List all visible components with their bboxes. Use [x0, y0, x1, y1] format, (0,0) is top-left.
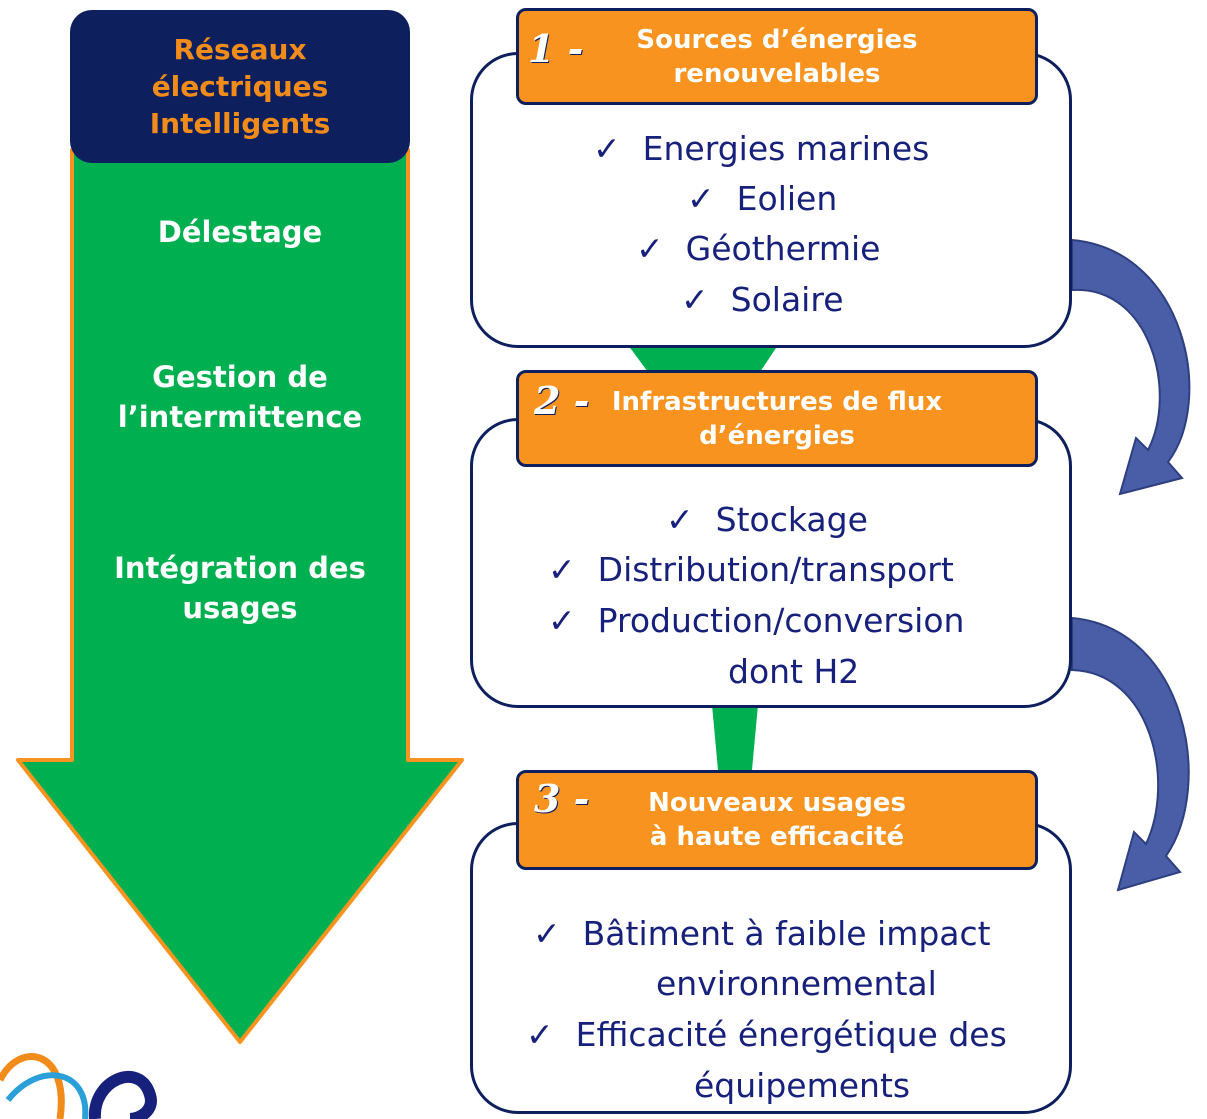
check-icon: ✓: [533, 914, 561, 953]
list-item: ✓ Production/conversion: [548, 596, 964, 646]
list-item: ✓ Stockage: [666, 495, 868, 545]
item-label: Bâtiment à faible impact: [582, 914, 991, 953]
title-line: d’énergies: [699, 420, 855, 451]
list-item: ✓ Bâtiment à faible impact: [533, 909, 991, 959]
list-item: ✓ Géothermie: [636, 224, 880, 274]
curved-arrow-1-to-2: [1071, 238, 1191, 496]
list-item: ✓ Distribution/transport: [548, 545, 954, 595]
list-item: ✓ Efficacité énergétique des: [526, 1010, 1007, 1060]
logo: [0, 1053, 157, 1119]
title-line: Infrastructures de flux: [611, 386, 943, 417]
label-line: l’intermittence: [117, 400, 363, 434]
list-item: ✓ Energies marines: [593, 124, 929, 174]
panel-new-uses: [470, 822, 1072, 1114]
curved-arrow-2-to-3: [1071, 616, 1190, 892]
title-line: Nouveaux usages: [648, 788, 906, 818]
item-label: Stockage: [715, 500, 868, 539]
panel-title-infrastructure: Infrastructures de flux d’énergies: [516, 370, 1038, 467]
check-icon: ✓: [687, 179, 715, 218]
item-label: Distribution/transport: [597, 550, 954, 589]
item-continuation: environnemental: [656, 964, 937, 1003]
label-intermittence: Gestion de l’intermittence: [65, 357, 415, 437]
check-icon: ✓: [526, 1015, 554, 1054]
check-icon: ✓: [593, 129, 621, 168]
title-line: renouvelables: [673, 58, 881, 89]
item-label: Energies marines: [642, 129, 930, 168]
label-line: Délestage: [157, 215, 323, 249]
check-icon: ✓: [548, 550, 576, 589]
panel-title-new-uses: Nouveaux usages à haute efficacité: [516, 770, 1038, 870]
connector-2-3: [712, 705, 758, 770]
check-icon: ✓: [681, 280, 709, 319]
header-line: Intelligents: [149, 107, 331, 140]
title-line: à haute efficacité: [649, 822, 905, 852]
panel-title-renewable: Sources d’énergies renouvelables: [516, 8, 1038, 105]
smart-grid-header: Réseaux électriques Intelligents: [70, 10, 410, 163]
item-continuation: équipements: [694, 1066, 911, 1105]
panel-number: 2 -: [534, 378, 590, 423]
panel-number: 3 -: [534, 776, 590, 821]
item-label: Eolien: [736, 179, 838, 218]
item-label: Production/conversion: [597, 601, 965, 640]
list-item: ✓ Solaire: [681, 275, 844, 325]
check-icon: ✓: [548, 601, 576, 640]
title-line: Sources d’énergies: [636, 24, 918, 55]
connector-1-2: [628, 345, 778, 372]
item-continuation: dont H2: [728, 652, 860, 691]
check-icon: ✓: [666, 500, 694, 539]
label-integration: Intégration des usages: [65, 548, 415, 628]
header-line: Réseaux: [173, 33, 307, 66]
item-label: Efficacité énergétique des: [575, 1015, 1007, 1054]
header-line: électriques: [151, 70, 329, 103]
label-line: Gestion de: [152, 360, 328, 394]
big-green-arrow: [16, 148, 464, 1044]
panel-number: 1 -: [528, 26, 584, 71]
item-label: Géothermie: [685, 229, 881, 268]
item-label: Solaire: [730, 280, 844, 319]
label-line: usages: [182, 591, 298, 625]
label-delestage: Délestage: [65, 212, 415, 252]
check-icon: ✓: [636, 229, 664, 268]
label-line: Intégration des: [114, 551, 366, 585]
list-item: ✓ Eolien: [687, 174, 837, 224]
